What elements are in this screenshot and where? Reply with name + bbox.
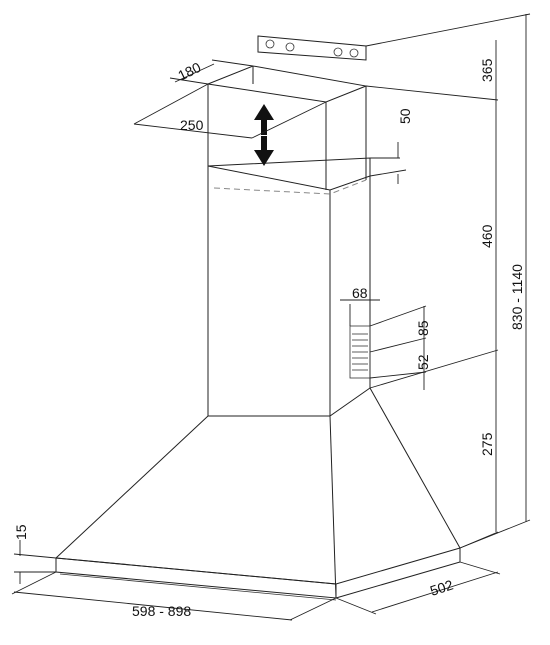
dimension-label-duct-height: 460 (479, 224, 495, 248)
dimension-base-thickness: 15 (13, 524, 57, 584)
upper-chimney (206, 65, 368, 190)
dimension-label-top-gap: 365 (479, 58, 495, 82)
double-vertical-arrow-icon (254, 104, 274, 166)
dimension-top-gap: 365 (365, 13, 531, 101)
hidden-edge-line (213, 179, 367, 195)
dimension-label-hood-depth: 502 (428, 576, 455, 599)
lower-chimney (207, 157, 371, 417)
dimension-duct-width: 250 (133, 83, 327, 139)
dimension-hood-width: 598 - 898 (11, 571, 337, 621)
dimension-outlet-height: 85 (369, 305, 431, 353)
hood-base (55, 548, 461, 601)
air-outlet-grille (349, 325, 371, 379)
dimension-label-duct-depth: 180 (175, 59, 203, 84)
dimension-outlet-gap: 52 (369, 340, 431, 390)
dimension-hood-depth: 502 (335, 561, 501, 615)
dimension-label-duct-offset: 50 (397, 108, 413, 124)
dimension-duct-height: 460 (369, 100, 499, 389)
dimension-label-duct-width: 250 (180, 117, 204, 133)
dimension-label-outlet-height: 85 (415, 320, 431, 336)
dimension-total-height: 830 - 1140 (459, 14, 531, 549)
dimension-label-outlet-width: 68 (352, 285, 368, 301)
dimension-canopy-height: 275 (459, 350, 499, 549)
dimension-duct-offset: 50 (369, 108, 413, 184)
dimension-label-canopy-height: 275 (479, 432, 495, 456)
hood-canopy (55, 387, 461, 599)
dimension-label-outlet-gap: 52 (415, 354, 431, 370)
dimension-outlet-width: 68 (340, 285, 380, 326)
dimension-label-base-thickness: 15 (13, 524, 29, 540)
wall-bracket-icon (257, 35, 367, 61)
dimension-label-total-height: 830 - 1140 (509, 264, 525, 330)
dimension-label-hood-width: 598 - 898 (132, 603, 191, 619)
